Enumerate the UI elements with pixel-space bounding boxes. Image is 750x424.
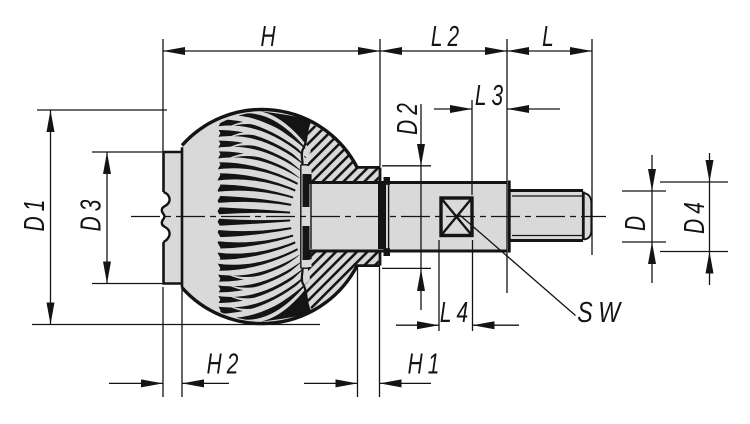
svg-text:L2: L2: [431, 21, 464, 53]
svg-text:L3: L3: [475, 80, 508, 112]
svg-text:D2: D2: [392, 98, 424, 135]
svg-text:D1: D1: [19, 195, 51, 232]
svg-text:L4: L4: [440, 297, 473, 329]
svg-text:H2: H2: [207, 348, 244, 380]
svg-text:H1: H1: [408, 348, 445, 380]
svg-text:D4: D4: [679, 197, 711, 234]
svg-text:SW: SW: [577, 295, 626, 328]
svg-text:L: L: [542, 21, 559, 53]
svg-text:D3: D3: [75, 195, 107, 232]
svg-text:H: H: [260, 21, 280, 53]
svg-text:D: D: [620, 211, 652, 231]
